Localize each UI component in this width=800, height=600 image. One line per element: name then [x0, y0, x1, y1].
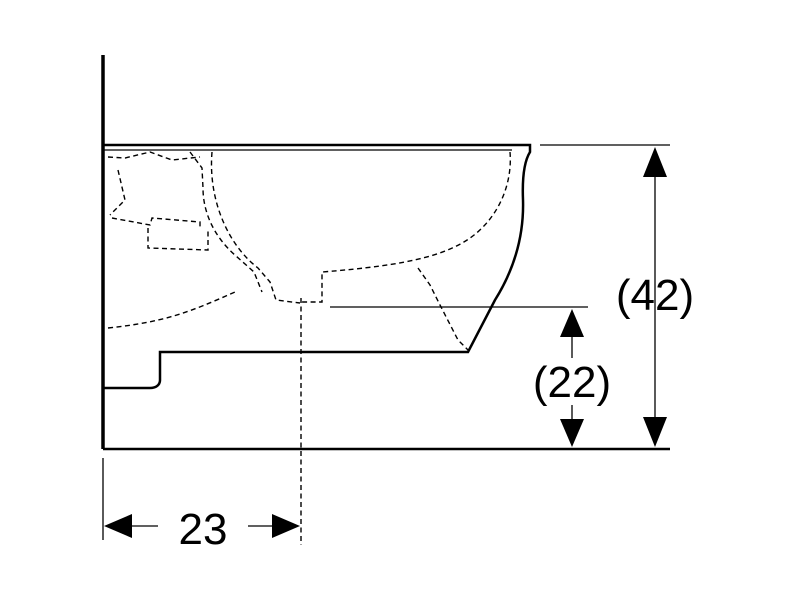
arrow-down-icon	[560, 419, 584, 447]
bidet-outline	[103, 143, 532, 390]
drain-offset-dimension: 23	[102, 458, 300, 554]
overall-height-label: (42)	[616, 271, 694, 320]
arrow-up-icon	[560, 309, 584, 337]
bowl-hidden-wall	[210, 151, 301, 304]
bowl-hidden-contour	[300, 151, 512, 303]
fixing-hidden-lower	[147, 228, 209, 251]
arrow-up-icon	[643, 147, 667, 177]
bowl-hidden-back	[189, 151, 263, 293]
arrow-right-icon	[272, 514, 300, 538]
fixing-hidden-upper	[107, 151, 201, 228]
overall-height-dimension: (42)	[616, 147, 694, 447]
drain-hidden-lower	[107, 267, 469, 351]
drain-height-dimension: (22)	[533, 309, 611, 447]
drain-height-label: (22)	[533, 358, 611, 407]
drain-offset-label: 23	[179, 505, 228, 554]
arrow-left-icon	[104, 514, 132, 538]
arrow-down-icon	[643, 417, 667, 447]
